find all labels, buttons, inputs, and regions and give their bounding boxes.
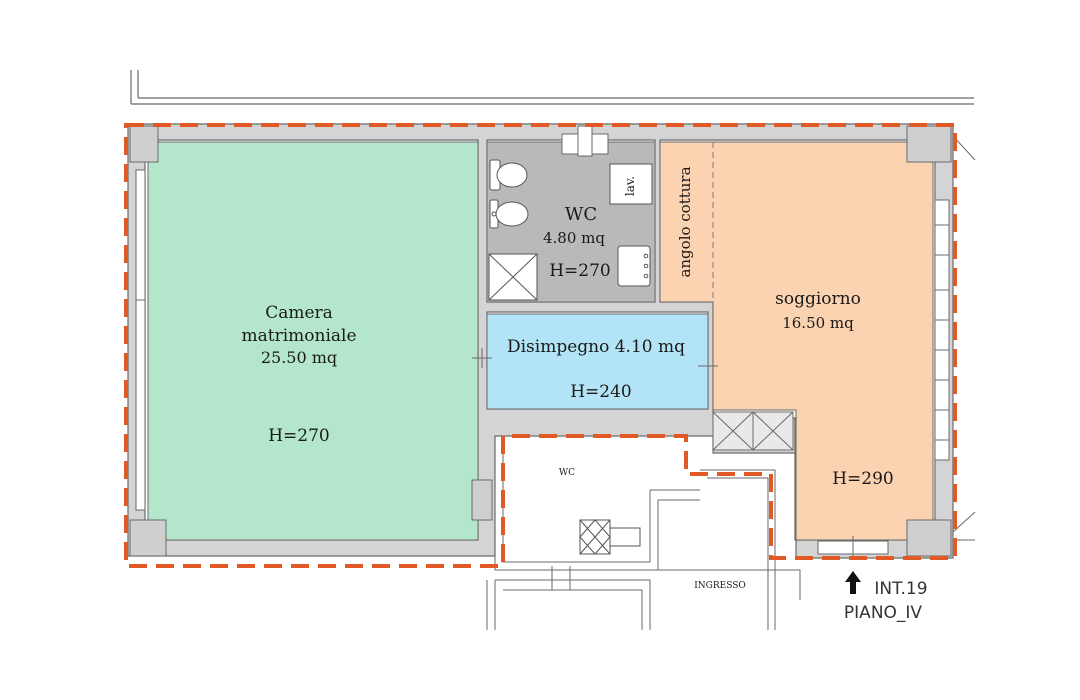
unit-floor: PIANO_IV bbox=[844, 603, 923, 623]
bath-name: WC bbox=[565, 204, 597, 225]
toilet-icon bbox=[489, 159, 528, 191]
service-shafts bbox=[712, 411, 794, 451]
kitchen-label: angolo cottura bbox=[676, 166, 694, 277]
neighbor-wc-label: WC bbox=[559, 468, 575, 478]
bath-sink-label: lav. bbox=[623, 176, 637, 196]
hall-floor bbox=[486, 313, 709, 410]
bedroom-name-line2: matrimoniale bbox=[241, 326, 356, 346]
pillars bbox=[129, 125, 952, 557]
bath-area: 4.80 mq bbox=[543, 229, 605, 247]
living-height: H=290 bbox=[832, 469, 894, 489]
top-wall-vent bbox=[561, 125, 609, 157]
neighbor-entrance-label: INGRESSO bbox=[694, 581, 746, 591]
unit-number: INT.19 bbox=[874, 579, 927, 599]
unit-boundary bbox=[124, 123, 957, 568]
bedroom-floor bbox=[147, 141, 479, 541]
bedroom-area: 25.50 mq bbox=[261, 348, 337, 367]
bath-sink-icon bbox=[617, 245, 651, 287]
right-windows bbox=[934, 199, 950, 461]
shower-icon bbox=[488, 253, 538, 301]
bidet-icon bbox=[489, 199, 529, 229]
bottom-window bbox=[817, 536, 889, 556]
hall-name: Disimpegno 4.10 mq bbox=[507, 337, 685, 357]
building-outline bbox=[130, 70, 974, 105]
hall-height: H=240 bbox=[570, 382, 632, 402]
bath-height: H=270 bbox=[549, 261, 611, 281]
left-windows bbox=[135, 169, 146, 511]
living-floor bbox=[659, 141, 934, 541]
living-area: 16.50 mq bbox=[782, 314, 854, 332]
door-marks bbox=[472, 348, 718, 376]
arrow-up-icon bbox=[845, 571, 861, 594]
neighbor-unit bbox=[486, 436, 801, 630]
neighbor-shaft bbox=[579, 519, 641, 555]
bedroom-name-line1: Camera bbox=[265, 303, 333, 323]
bedroom-height: H=270 bbox=[268, 426, 330, 446]
sink-icon bbox=[609, 163, 653, 205]
living-name: soggiorno bbox=[775, 289, 861, 309]
